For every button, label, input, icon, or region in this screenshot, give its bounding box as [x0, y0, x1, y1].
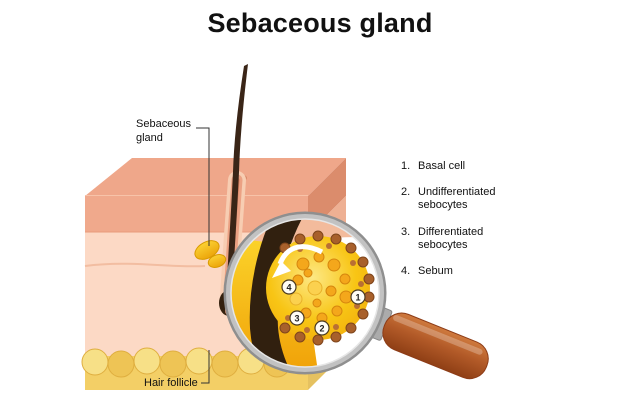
skin-surface	[85, 158, 346, 196]
marker-3: 3	[289, 310, 305, 326]
marker-1: 1	[350, 289, 366, 305]
svg-text:2: 2	[319, 324, 324, 334]
legend-item-sebum: 4. Sebum	[401, 264, 453, 277]
magnifier-handle	[365, 305, 489, 380]
svg-text:1: 1	[355, 293, 360, 303]
sebaceous-gland-connector	[196, 127, 210, 246]
hair-follicle-connector	[201, 350, 210, 384]
legend: 1. Basal cell 2. Undifferentiated sebocy…	[401, 160, 530, 291]
legend-item-differentiated-sebocytes: 3. Differentiated sebocytes	[401, 225, 484, 251]
zoom-sebocytes	[289, 251, 353, 324]
legend-item-basal-cell: 1. Basal cell	[401, 160, 466, 172]
svg-text:3: 3	[294, 314, 299, 324]
sebaceous-gland-label: Sebaceous gland	[136, 118, 192, 144]
legend-item-undifferentiated-sebocytes: 2. Undifferentiated sebocytes	[401, 186, 496, 212]
handle-grip	[382, 312, 489, 380]
sebaceous-gland-shape	[194, 240, 227, 268]
magnifier-rim	[225, 213, 385, 373]
svg-text:4: 4	[286, 283, 291, 293]
marker-4: 4	[281, 279, 297, 295]
hair-follicle-label: Hair follicle	[144, 377, 198, 389]
magnifier: 4 3 2 1	[223, 211, 489, 380]
zoom-basal-cells	[279, 230, 375, 346]
page-title: Sebaceous gland	[207, 8, 433, 38]
hair-shaft	[226, 64, 248, 298]
sebum-flow-arrow	[272, 244, 324, 278]
zoom-hair	[249, 219, 307, 367]
marker-2: 2	[314, 320, 330, 336]
